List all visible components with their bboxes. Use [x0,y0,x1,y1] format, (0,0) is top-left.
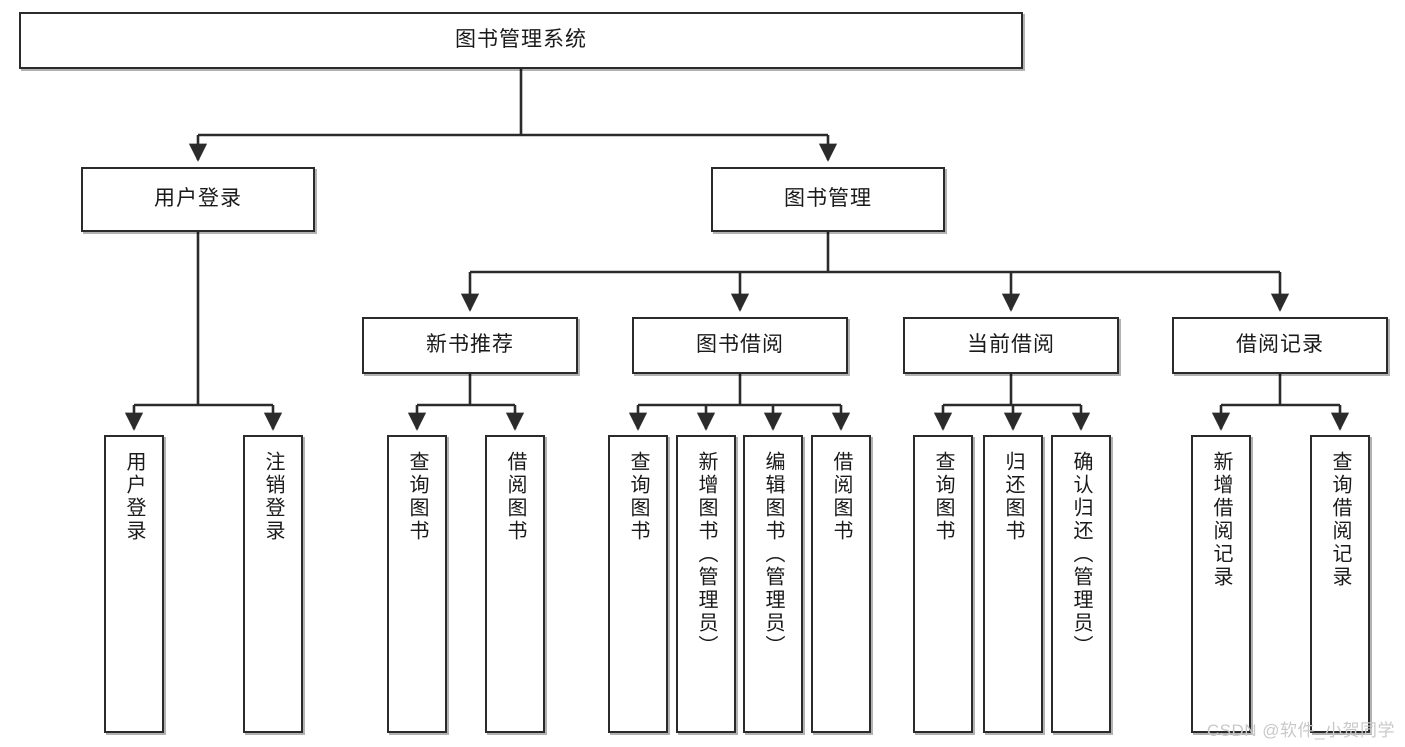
node-label: 新增借阅记录 [1210,451,1232,589]
node-query-book-borrow[interactable]: 查询图书 [608,435,668,733]
node-borrow-book-recommend[interactable]: 借阅图书 [485,435,545,733]
node-edit-book-admin[interactable]: 编辑图书（管理员） [743,435,803,733]
node-borrow-record[interactable]: 借阅记录 [1172,317,1388,374]
node-logout-leaf[interactable]: 注销登录 [243,435,303,733]
node-confirm-return-admin[interactable]: 确认归还（管理员） [1051,435,1111,733]
node-label: 编辑图书（管理员） [762,451,784,658]
node-label: 新增图书（管理员） [695,451,717,658]
node-new-book-recommend[interactable]: 新书推荐 [362,317,578,374]
node-label: 查询图书 [627,451,649,543]
node-label: 查询图书 [406,451,428,543]
node-book-borrow[interactable]: 图书借阅 [632,317,848,374]
node-query-book-current[interactable]: 查询图书 [913,435,973,733]
node-query-book-recommend[interactable]: 查询图书 [387,435,447,733]
node-label: 归还图书 [1002,451,1024,543]
node-add-borrow-record[interactable]: 新增借阅记录 [1191,435,1251,733]
node-label: 当前借阅 [967,333,1055,357]
node-borrow-book[interactable]: 借阅图书 [811,435,871,733]
node-label: 新书推荐 [426,333,514,357]
node-label: 用户登录 [123,451,145,543]
node-label: 查询图书 [932,451,954,543]
node-label: 查询借阅记录 [1329,451,1351,589]
node-label: 借阅图书 [504,451,526,543]
node-label: 借阅记录 [1236,333,1324,357]
node-label: 用户登录 [154,187,242,211]
node-query-borrow-record[interactable]: 查询借阅记录 [1310,435,1370,733]
node-label: 图书借阅 [696,333,784,357]
node-book-management[interactable]: 图书管理 [711,167,945,232]
node-user-login[interactable]: 用户登录 [81,167,315,232]
node-current-borrow[interactable]: 当前借阅 [903,317,1119,374]
node-book-management-system[interactable]: 图书管理系统 [19,12,1023,69]
node-return-book[interactable]: 归还图书 [983,435,1043,733]
node-label: 图书管理系统 [455,28,587,52]
node-add-book-admin[interactable]: 新增图书（管理员） [676,435,736,733]
node-label: 图书管理 [784,187,872,211]
node-label: 注销登录 [262,451,284,543]
node-label: 借阅图书 [830,451,852,543]
node-label: 确认归还（管理员） [1070,451,1092,658]
node-user-login-leaf[interactable]: 用户登录 [104,435,164,733]
